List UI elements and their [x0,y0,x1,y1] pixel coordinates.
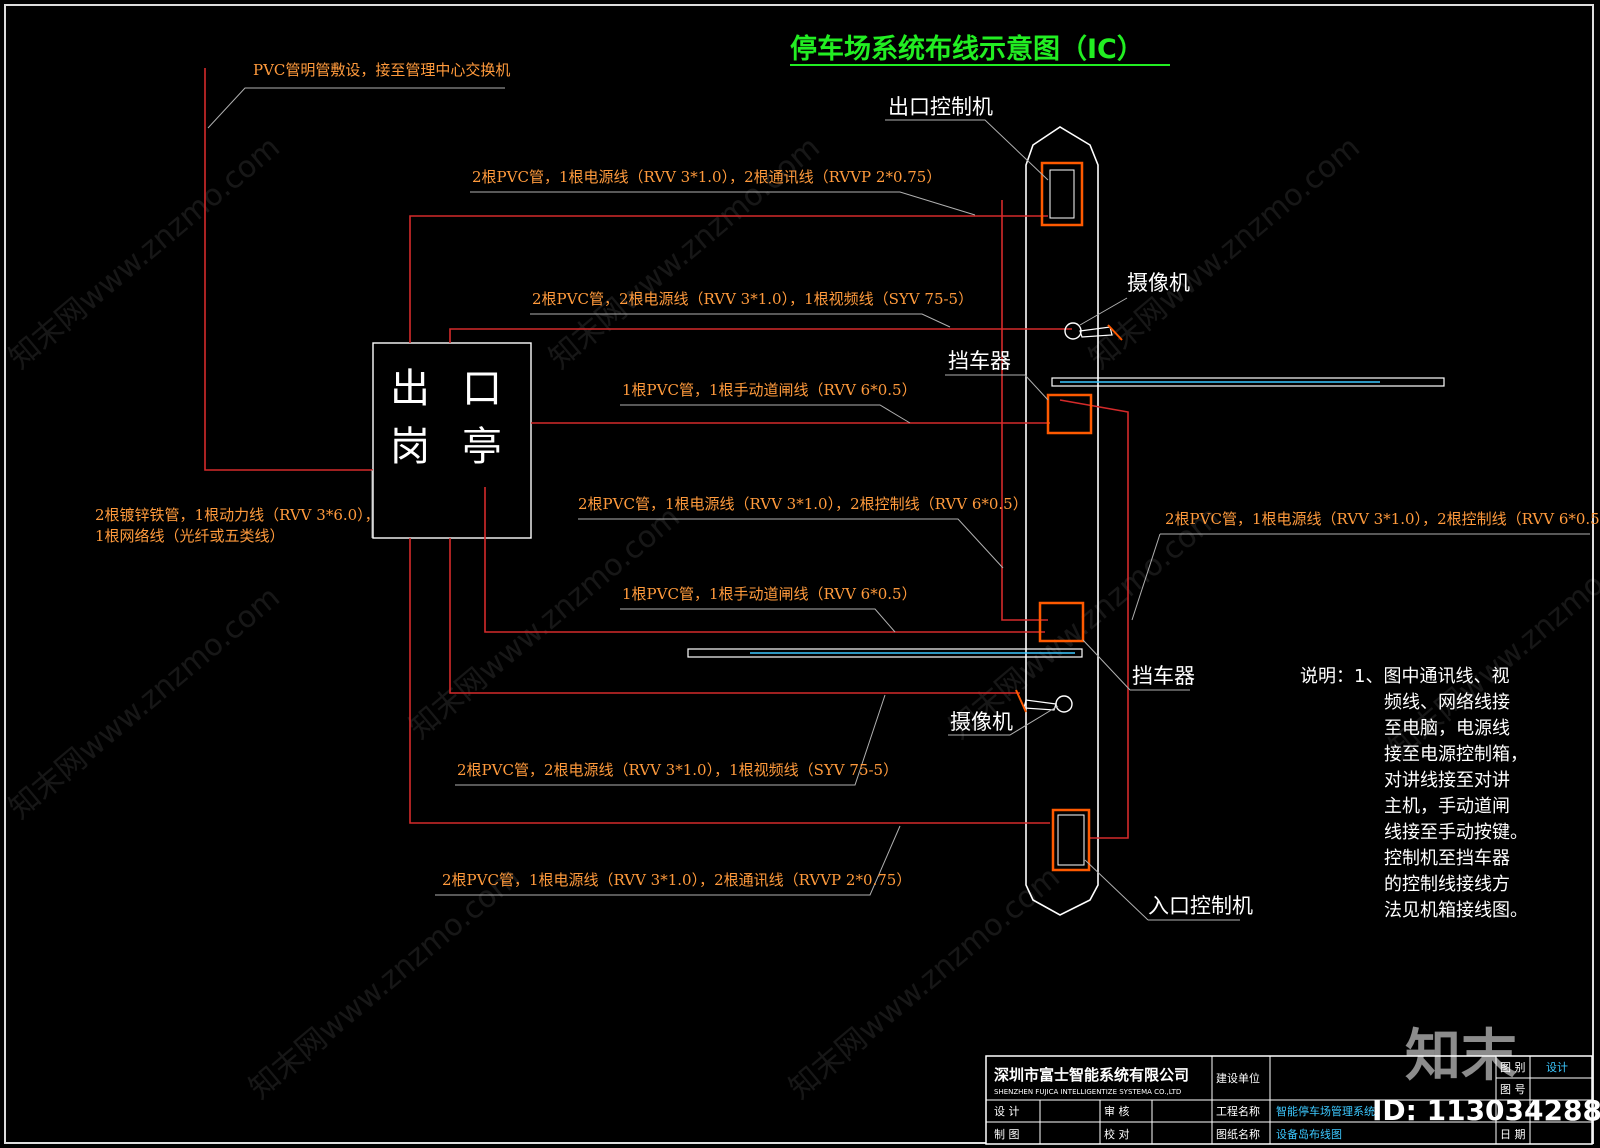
tb-date-label: 日 期 [1500,1128,1526,1141]
label-entry-controller: 入口控制机 [1148,894,1253,918]
label-barrier-top: 挡车器 [948,349,1011,373]
booth-char: 出 [390,366,430,412]
leader-line [207,87,505,129]
note-line: 对讲线接至对讲 [1384,770,1510,791]
equipment-island [1025,126,1099,916]
booth-char: 岗 [390,424,430,470]
company-name-en: SHENZHEN FUJICA INTELLIGENTIZE SYSTEMA C… [994,1088,1181,1096]
tb-stage-label: 图 别 [1500,1061,1526,1074]
tb-project-value: 智能停车场管理系统 [1276,1104,1375,1118]
wire-right-control [1059,399,1129,839]
camera-top-icon [1064,322,1123,341]
barrier-bottom-arm [687,648,1083,658]
booth-char: 亭 [462,424,502,470]
leader-line [1082,639,1131,691]
tb-owner-label: 建设单位 [1216,1071,1260,1085]
label-exit-controller: 出口控制机 [888,95,993,119]
drawing-frame [4,4,1594,1144]
barrier-bottom-box [1038,601,1085,643]
wire-bottom-manual [484,487,1045,633]
tb-drawing-label: 图纸名称 [1216,1127,1260,1141]
watermark-text: 知末网www.znzmo.com [403,500,687,746]
leader-line [435,825,901,896]
entry-controller-inner [1057,814,1085,866]
entry-controller-box [1051,808,1091,872]
leader-line [948,705,1059,736]
diagram-title: 停车场系统布线示意图（IC） [790,33,1144,65]
label-top-manual: 1根PVC管，1根手动道闸线（RVV 6*0.5） [622,381,917,399]
brand-watermark: 知末 [1405,1024,1517,1089]
wire-power-network [204,68,373,471]
leader-line [530,313,951,328]
wire-group [204,68,1129,839]
label-top-video: 2根PVC管，2根电源线（RVV 3*1.0），1根视频线（SYV 75-5） [532,290,973,308]
label-pvc-open: PVC管明管敷设，接至管理中心交换机 [253,61,510,79]
note-line: 接至电源控制箱， [1384,744,1528,765]
tb-design: 设 计 [994,1105,1020,1118]
label-mid-control: 2根PVC管，1根电源线（RVV 3*1.0），2根控制线（RVV 6*0.5） [578,495,1028,513]
note-line: 主机，手动道闸 [1384,796,1510,817]
watermark-text: 知末网www.znzmo.com [3,580,287,826]
leader-line [620,404,911,424]
note-line: 说明：1、图中通讯线、视 [1300,666,1509,687]
leader-line [470,191,976,216]
label-barrier-bottom: 挡车器 [1132,664,1195,688]
leader-group [207,87,1590,921]
note-line: 的控制线接线方 [1384,874,1510,895]
leader-line [945,374,1049,401]
label-power-line-1: 2根镀锌铁管，1根动力线（RVV 3*6.0）， [95,506,380,524]
label-power-line-2: 1根网络线（光纤或五类线） [95,527,285,545]
label-bottom-video: 2根PVC管，2根电源线（RVV 3*1.0），1根视频线（SYV 75-5） [457,761,898,779]
exit-booth [372,342,532,539]
wire-bottom-video [449,538,1020,694]
note-line: 控制机至挡车器 [1384,848,1510,869]
wire-exit-comm [409,215,1048,343]
tb-review: 审 核 [1104,1104,1130,1118]
tb-number-label: 图 号 [1500,1083,1526,1096]
leader-line [885,119,1049,181]
label-top-comm: 2根PVC管，1根电源线（RVV 3*1.0），2根通讯线（RVVP 2*0.7… [472,168,941,186]
watermark-text: 知末网www.znzmo.com [243,860,527,1106]
watermark-group: 知末网www.znzmo.com 知末网www.znzmo.com 知末网www… [3,130,1600,1106]
note-line: 法见机箱接线图。 [1384,900,1528,921]
tb-drawing-value: 设备岛布线图 [1276,1127,1342,1141]
leader-line [1079,297,1128,326]
note-line: 频线、网络线接 [1384,692,1510,713]
note-line: 线接至手动按键。 [1384,822,1528,843]
label-camera-top: 摄像机 [1127,271,1190,295]
leader-line [1084,859,1149,921]
image-id-watermark: ID: 1130342888 [1372,1094,1600,1127]
barrier-top-box [1046,393,1093,435]
label-bottom-comm: 2根PVC管，1根电源线（RVV 3*1.0），2根通讯线（RVVP 2*0.7… [442,871,911,889]
note-line: 至电脑，电源线 [1384,718,1510,739]
tb-check: 校 对 [1104,1127,1130,1141]
tb-project-label: 工程名称 [1216,1104,1260,1118]
label-right-control: 2根PVC管，1根电源线（RVV 3*1.0），2根控制线（RVV 6*0.5） [1165,510,1600,528]
tb-stage-value: 设计 [1546,1061,1568,1074]
label-camera-bottom: 摄像机 [950,710,1013,734]
watermark-text: 知末网www.znzmo.com [1083,130,1367,376]
wire-entry-comm [409,538,1050,824]
exit-controller-inner [1049,169,1075,219]
watermark-text: 知末网www.znzmo.com [543,130,827,376]
wire-mid-control [1001,200,1048,621]
barrier-top-arm [1051,377,1445,387]
watermark-text: 知末网www.znzmo.com [3,130,287,376]
leader-line [578,518,1004,569]
leader-line [1131,533,1161,621]
label-bottom-manual: 1根PVC管，1根手动道闸线（RVV 6*0.5） [622,585,917,603]
exit-controller-box [1040,161,1084,227]
leader-line [620,608,896,633]
booth-char: 口 [462,366,502,412]
title-block: 深圳市富士智能系统有限公司 SHENZHEN FUJICA INTELLIGEN… [985,1055,1593,1145]
leader-line [455,694,886,786]
tb-draw: 制 图 [994,1128,1020,1141]
company-name: 深圳市富士智能系统有限公司 [994,1066,1189,1084]
wire-top-video [449,328,1072,343]
